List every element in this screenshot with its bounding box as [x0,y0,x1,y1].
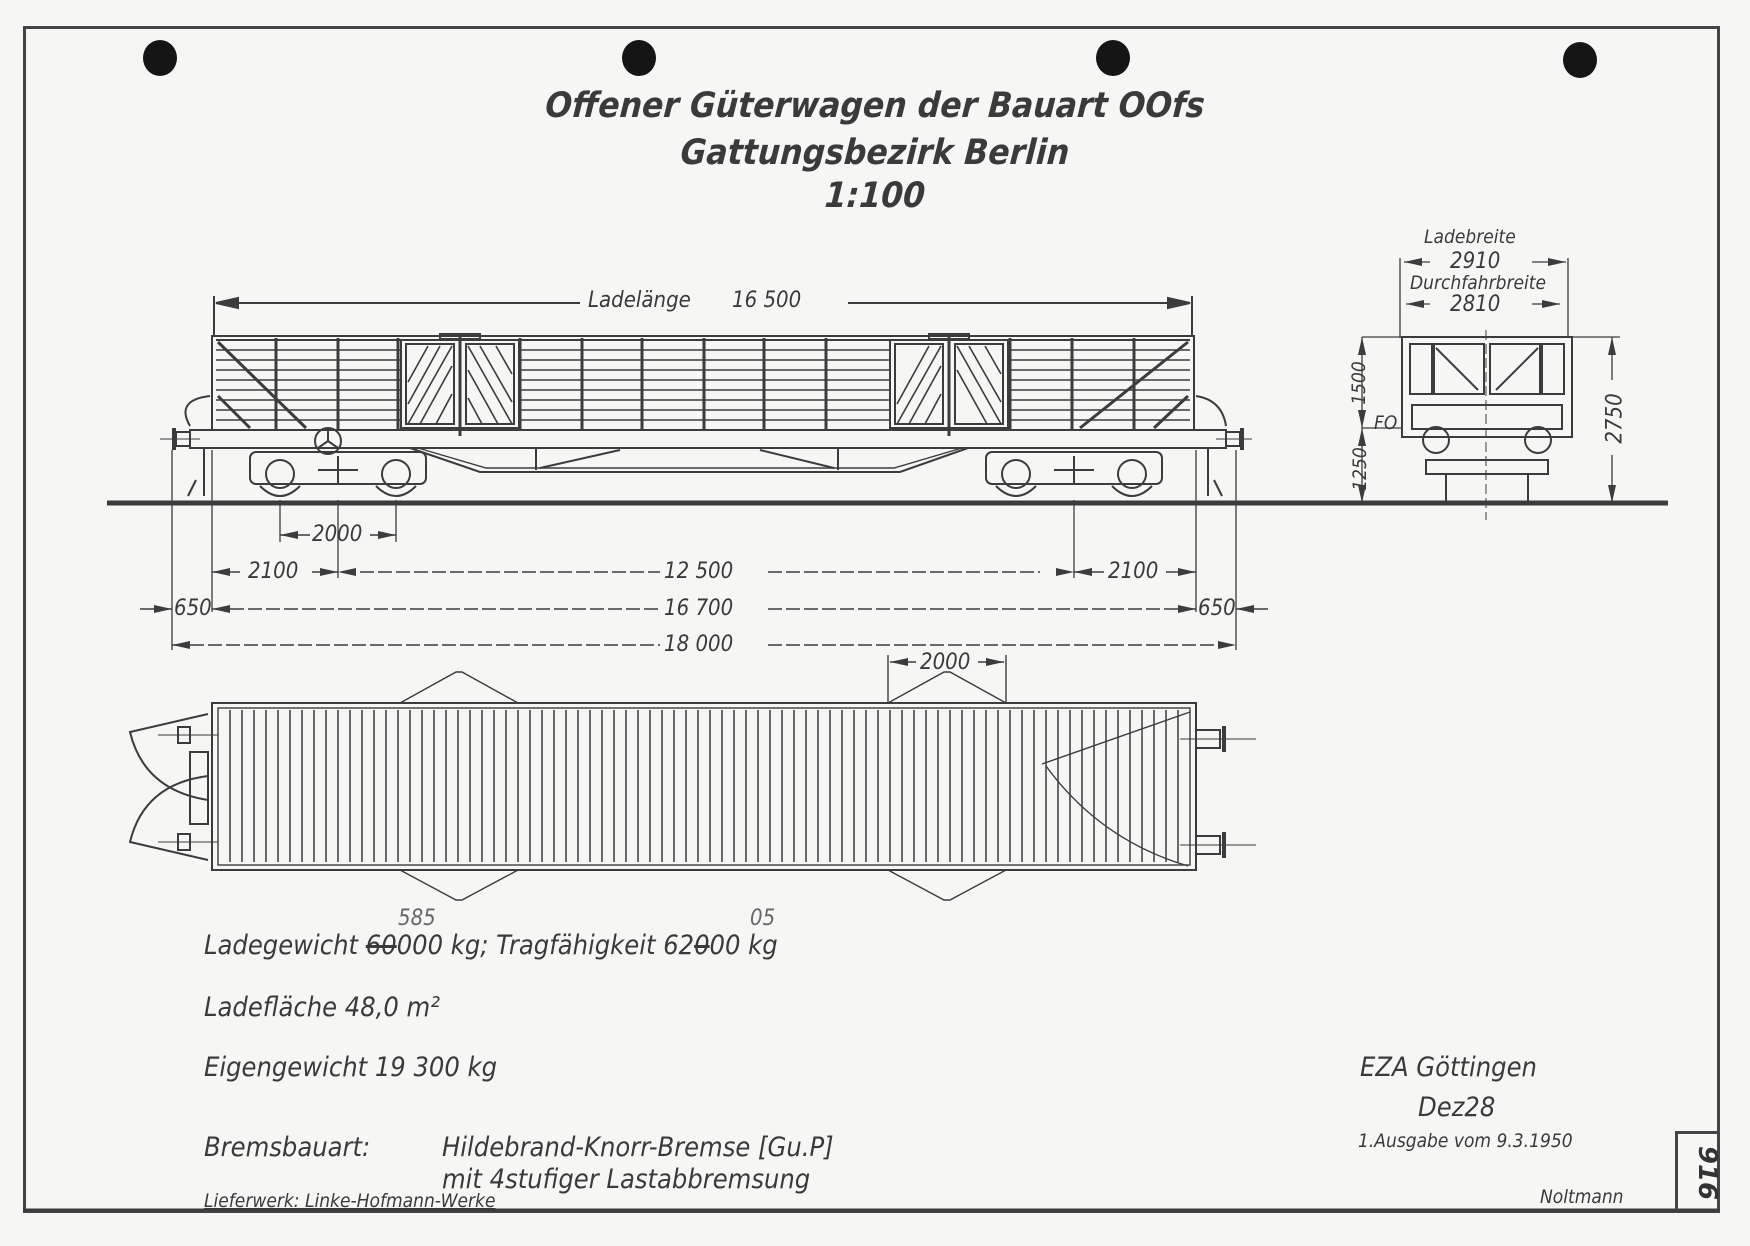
spec-brake-label: Bremsbauart: [204,1132,371,1163]
load-width-label: Ladebreite [1424,226,1516,248]
total-height-value: 2750 [1602,393,1628,444]
door-width-value: 2000 [920,650,971,675]
dim-buffer-right: 650 [1198,596,1236,621]
passage-width-value: 2810 [1450,292,1501,317]
edition-date: 1.Ausgabe vom 9.3.1950 [1358,1130,1573,1152]
capacity-correction: 05 [750,906,776,931]
sheet-number-box: 916 [1675,1131,1722,1211]
plan-view [128,655,1256,901]
side-elevation [107,296,1668,650]
dim-length-headstocks: 16 700 [664,596,734,621]
load-length-label: Ladelänge [588,288,691,313]
drafter-name: Noltmann [1540,1186,1624,1208]
office-name: EZA Göttingen [1360,1052,1537,1083]
punch-hole [1096,40,1130,76]
load-length-value: 16 500 [732,288,802,313]
dim-length-buffers: 18 000 [664,632,734,657]
dim-bogie-centers: 12 500 [664,559,734,584]
side-height-value: 1500 [1347,361,1370,405]
passage-width-label: Durchfahrbreite [1410,272,1546,294]
spec-manufacturer: Lieferwerk: Linke-Hofmann-Werke [204,1190,496,1212]
load-weight-correction: 585 [398,906,436,931]
spec-floor-area: Ladefläche 48,0 m² [204,992,440,1023]
load-width-value: 2910 [1450,249,1501,274]
struck-value: 60 [365,930,397,961]
spec-tare: Eigengewicht 19 300 kg [204,1052,498,1083]
floor-marker: FO [1374,412,1398,434]
spec-load-weight: Ladegewicht 60000 kg; Tragfähigkeit 6200… [204,930,778,961]
end-elevation [1358,258,1668,520]
dim-bogie-wheelbase: 2000 [312,522,363,547]
department: Dez28 [1418,1092,1496,1123]
spec-brake-line2: mit 4stufiger Lastabbremsung [442,1164,811,1195]
dim-buffer-left: 650 [174,596,212,621]
punch-hole [143,40,177,76]
punch-hole [1563,42,1597,78]
dim-overhang-left: 2100 [248,559,299,584]
sheet-number: 916 [1692,1145,1723,1201]
dim-overhang-right: 2100 [1108,559,1159,584]
struck-value: 0 [694,930,710,961]
punch-hole [622,40,656,76]
spec-brake-line1: Hildebrand-Knorr-Bremse [Gu.P] [442,1132,834,1163]
floor-height-value: 1250 [1348,447,1371,491]
